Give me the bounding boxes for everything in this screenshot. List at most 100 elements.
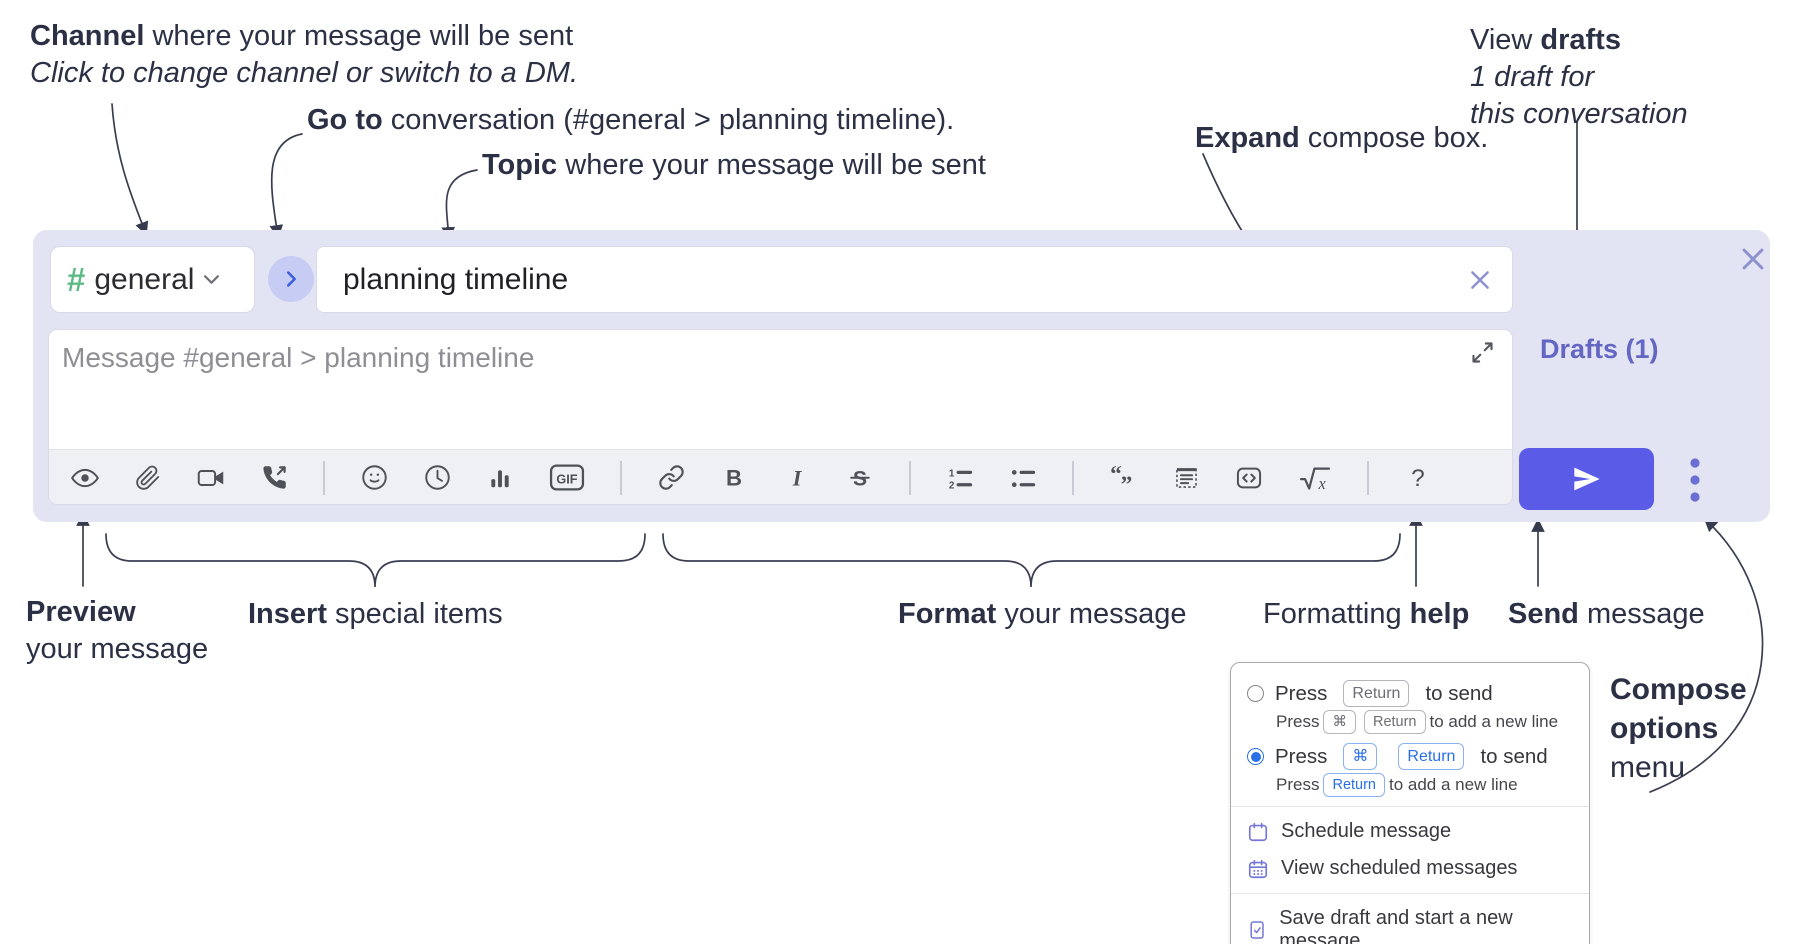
expand-icon: [1472, 342, 1493, 363]
compose-options-annotation: Compose options menu: [1610, 673, 1747, 784]
bold-button[interactable]: B: [720, 464, 748, 492]
gif-icon: GIF: [549, 464, 585, 491]
send-button[interactable]: [1519, 448, 1654, 510]
close-icon: [1742, 248, 1764, 270]
quote-button[interactable]: “”: [1109, 464, 1137, 492]
insert-link-button[interactable]: [657, 464, 685, 492]
menu-item-label: View scheduled messages: [1281, 857, 1518, 879]
cmd-key: ⌘: [1323, 710, 1356, 734]
formatting-help-annotation: Formatting help: [1263, 598, 1470, 630]
toolbar-divider: [909, 460, 911, 495]
menu-item-view-scheduled[interactable]: View scheduled messages: [1247, 850, 1573, 887]
bold-icon: B: [726, 465, 742, 490]
cmd-key: ⌘: [1343, 743, 1378, 770]
formatting-help-button[interactable]: ?: [1404, 464, 1432, 492]
topic-input[interactable]: [317, 262, 1512, 297]
menu-item-schedule-message[interactable]: Schedule message: [1247, 813, 1573, 850]
message-input[interactable]: Message #general > planning timeline: [49, 330, 1512, 449]
preview-button[interactable]: [71, 464, 99, 492]
menu-item-save-draft[interactable]: Save draft and start a new message: [1247, 900, 1573, 944]
radio-unselected[interactable]: [1247, 685, 1264, 702]
paperclip-icon: [136, 465, 160, 490]
poll-button[interactable]: [486, 464, 514, 492]
preview-annotation: Preview your message: [26, 596, 209, 665]
svg-text:1: 1: [949, 468, 955, 479]
video-clip-button[interactable]: [197, 464, 225, 492]
attach-file-button[interactable]: [134, 464, 162, 492]
chevron-right-icon: [286, 271, 296, 287]
code-block-icon: [1175, 468, 1197, 488]
emoji-button[interactable]: [360, 464, 388, 492]
radio-selected[interactable]: [1247, 748, 1264, 765]
svg-text:B: B: [726, 465, 742, 490]
strikethrough-icon: S: [850, 467, 870, 490]
bulleted-list-button[interactable]: [1009, 464, 1037, 492]
strikethrough-button[interactable]: S: [846, 464, 874, 492]
drafts-link[interactable]: Drafts (1): [1540, 334, 1659, 364]
clock-button[interactable]: [423, 464, 451, 492]
phone-call-icon: [262, 466, 286, 489]
topic-annotation: Topic where your message will be sent: [482, 149, 986, 181]
channel-hash-icon: #: [67, 260, 86, 298]
return-key: Return: [1363, 710, 1426, 734]
numbered-list-icon: 12: [949, 468, 973, 491]
send-icon: [1573, 467, 1600, 491]
clear-topic-button[interactable]: [1468, 268, 1492, 292]
compose-box: # general Message #general > planni: [33, 230, 1770, 522]
quote-icon: “”: [1110, 464, 1132, 492]
eye-icon: [71, 468, 99, 487]
view-drafts-annotation: View drafts 1 draft for this conversatio…: [1470, 24, 1688, 130]
chevron-down-icon: [204, 275, 220, 284]
expand-compose-button[interactable]: [1469, 339, 1496, 366]
toolbar-divider: [1367, 460, 1369, 495]
menu-item-label: Save draft and start a new message: [1279, 907, 1513, 944]
option-label: to send: [1480, 744, 1548, 768]
format-annotation: Format your message: [898, 598, 1187, 630]
message-placeholder: Message #general > planning timeline: [62, 342, 535, 373]
option-label: to send: [1425, 681, 1493, 705]
inline-code-button[interactable]: [1235, 464, 1263, 492]
question-mark-icon: ?: [1411, 465, 1425, 492]
inline-code-icon: [1236, 467, 1262, 488]
menu-divider: [1231, 806, 1589, 807]
toolbar-divider: [620, 460, 622, 495]
calendar-grid-icon: [1248, 859, 1268, 878]
audio-call-button[interactable]: [260, 464, 288, 492]
code-block-button[interactable]: [1172, 464, 1200, 492]
close-icon: [1471, 271, 1489, 289]
toolbar-divider: [323, 460, 325, 495]
svg-text:?: ?: [1411, 465, 1425, 492]
svg-text:x: x: [1318, 474, 1327, 492]
emoji-icon: [361, 465, 387, 490]
channel-selector[interactable]: # general: [50, 246, 255, 313]
goto-annotation: Go to conversation (#general > planning …: [307, 104, 955, 136]
draft-check-icon: [1250, 921, 1264, 939]
compose-options-button[interactable]: [1685, 454, 1705, 510]
clock-icon: [424, 465, 450, 490]
formula-button[interactable]: x: [1298, 464, 1332, 492]
goto-conversation-button[interactable]: [268, 256, 314, 302]
formula-icon: x: [1299, 467, 1331, 492]
link-icon: [658, 465, 684, 490]
bulleted-list-icon: [1011, 469, 1036, 487]
menu-item-label: Schedule message: [1281, 820, 1452, 842]
insert-brace: [105, 533, 646, 588]
option-label: Press: [1275, 744, 1328, 768]
calendar-icon: [1248, 822, 1268, 841]
menu-divider: [1231, 893, 1589, 894]
expand-annotation: Expand compose box.: [1195, 122, 1489, 154]
svg-text:GIF: GIF: [556, 473, 577, 487]
close-compose-button[interactable]: [1739, 245, 1767, 273]
gif-button[interactable]: GIF: [549, 464, 585, 492]
channel-name: general: [94, 262, 195, 296]
italic-button[interactable]: I: [783, 464, 811, 492]
channel-callout-line: [111, 103, 149, 236]
topic-callout-line: [441, 169, 478, 241]
